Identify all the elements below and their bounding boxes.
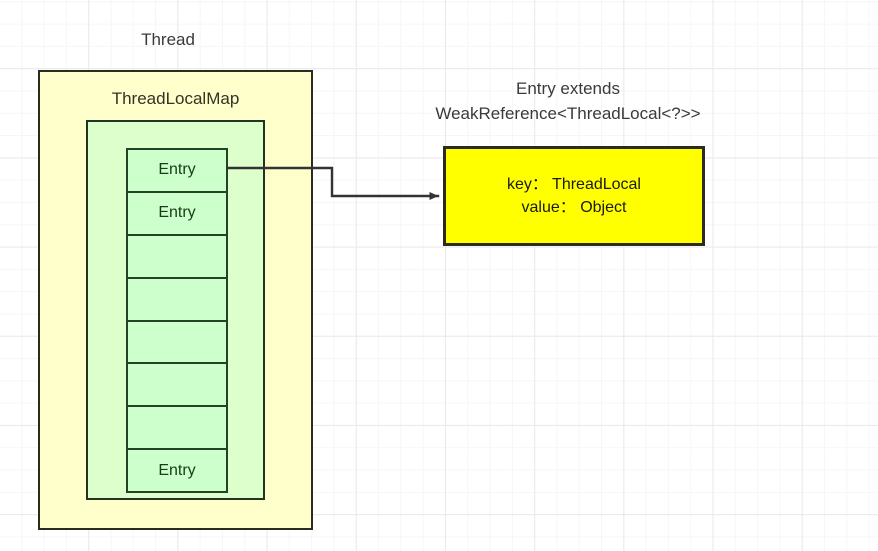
entry-cell <box>126 362 228 408</box>
entry-cell: Entry <box>126 190 228 236</box>
entry-cell <box>126 405 228 451</box>
entry-cell <box>126 276 228 322</box>
entry-caption-line-1: Entry extends <box>516 79 620 98</box>
entry-table: Entry Entry Entry <box>126 148 228 493</box>
thread-local-map-title: ThreadLocalMap <box>111 89 240 108</box>
entry-value-line: value： Object <box>521 199 627 216</box>
entry-key-line: key： ThreadLocal <box>506 176 641 193</box>
entry-cell: Entry <box>126 148 228 193</box>
entry-caption-line-2: WeakReference<ThreadLocal<?>> <box>435 104 701 123</box>
entry-cell <box>126 319 228 365</box>
entry-caption: Entry extends WeakReference<ThreadLocal<… <box>395 76 741 126</box>
entry-cell <box>126 233 228 279</box>
entry-cell: Entry <box>126 448 228 493</box>
entry-detail-box: key： ThreadLocal value： Object <box>443 146 705 246</box>
thread-title: Thread <box>141 30 195 49</box>
